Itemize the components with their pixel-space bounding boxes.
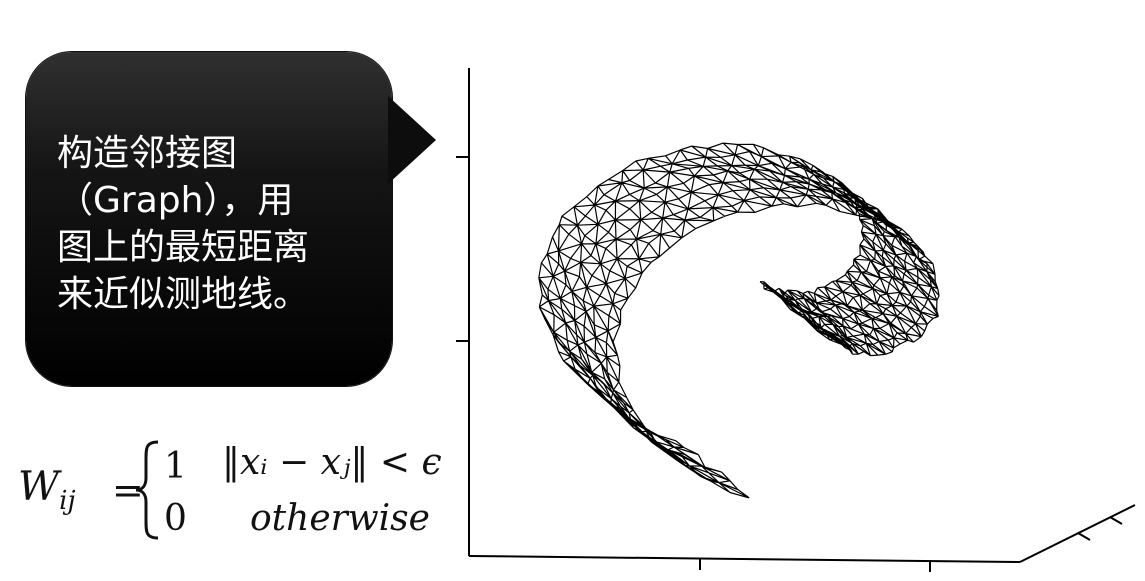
y-axis [1019,504,1136,563]
formula-case2-value: 0 [164,498,187,539]
callout-line-2: （Graph），用 [57,180,294,221]
y-tick-1 [1077,532,1091,541]
adjacency-formula: Wij = 1 ‖xᵢ − xⱼ‖ < ϵ 0 otherwise [14,438,454,548]
callout-tail [388,96,436,184]
formula-lhs-symbol: W [18,464,60,510]
formula-case1-condition: ‖xᵢ − xⱼ‖ < ϵ [222,442,442,483]
swiss-roll-mesh [538,142,940,499]
mesh-edges [538,142,940,499]
formula-lhs: Wij [18,464,76,516]
callout-bubble [26,52,392,386]
callout-line-3: 图上的最短距离 [57,227,310,268]
callout-line-1: 构造邻接图 [57,133,238,174]
callout-text: 构造邻接图 （Graph），用 图上的最短距离 来近似测地线。 [57,130,377,318]
formula-case1-value: 1 [164,446,187,487]
formula-lhs-subscript: ij [59,486,76,516]
plot-axes [456,68,1136,572]
callout-line-4: 来近似测地线。 [57,274,310,315]
x-axis [468,555,1021,563]
formula-case2-condition: otherwise [250,498,430,539]
y-tick-2 [1109,516,1123,525]
formula-brace [135,440,159,540]
